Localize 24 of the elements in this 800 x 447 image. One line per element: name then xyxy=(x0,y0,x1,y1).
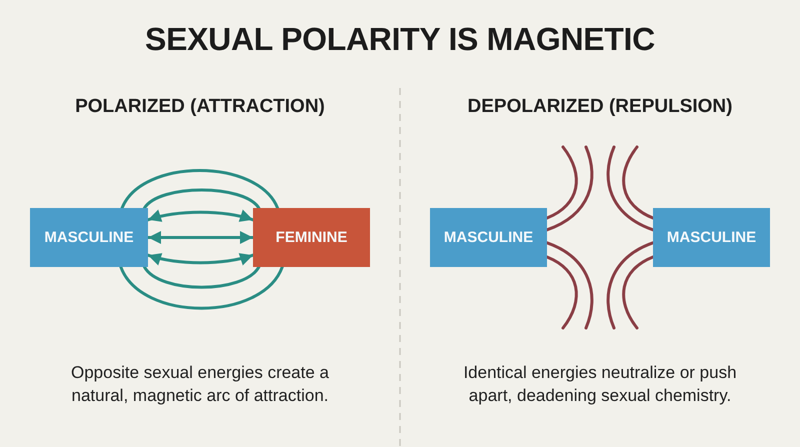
pole-box: MASCULINE xyxy=(653,208,770,267)
double-arrow xyxy=(146,210,254,222)
double-arrow xyxy=(146,231,254,244)
field-line xyxy=(546,146,594,232)
field-arc xyxy=(120,169,280,210)
field-line xyxy=(606,146,654,232)
field-arc xyxy=(142,188,260,210)
field-line xyxy=(546,146,578,220)
field-line xyxy=(546,255,578,330)
field-arc xyxy=(119,266,284,310)
pole-box: MASCULINE xyxy=(430,208,547,267)
panel-heading: POLARIZED (ATTRACTION) xyxy=(75,95,325,119)
pole-box: FEMININE xyxy=(253,208,370,267)
field-line xyxy=(606,241,654,330)
panel-heading: DEPOLARIZED (REPULSION) xyxy=(468,95,732,119)
pole-box: MASCULINE xyxy=(30,208,148,267)
field-arc xyxy=(142,266,260,289)
field-line xyxy=(622,146,654,220)
field-line xyxy=(622,255,654,330)
caption-text: Identical energies neutralize or push apart, deadening sexual chemistry. xyxy=(462,362,738,407)
title: SEXUAL POLARITY IS MAGNETIC xyxy=(145,20,655,58)
field-line xyxy=(546,241,594,330)
double-arrow xyxy=(146,252,254,266)
caption-text: Opposite sexual energies create a natural, magnetic arc of attraction. xyxy=(70,362,330,407)
